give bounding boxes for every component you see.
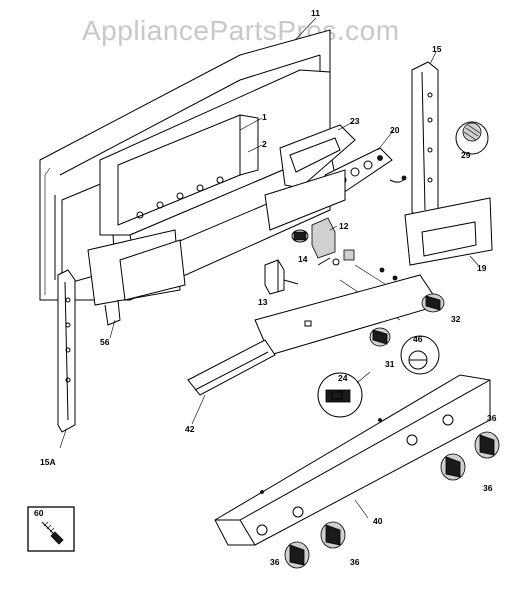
switch-24 xyxy=(317,372,363,418)
knob-36-c xyxy=(320,521,346,549)
part-callouts: 11 1 2 23 20 15 29 12 19 14 13 32 46 31 … xyxy=(34,8,497,567)
knob-31 xyxy=(369,327,391,347)
knob-32 xyxy=(421,293,445,313)
sub-panel xyxy=(264,169,346,231)
callout-60: 60 xyxy=(34,508,44,518)
control-panel-19 xyxy=(404,197,493,266)
callout-15a: 15A xyxy=(40,457,56,467)
watermark: AppliancePartsPros.com xyxy=(82,15,400,46)
callout-40: 40 xyxy=(373,516,383,526)
callout-36-c: 36 xyxy=(350,557,360,567)
callout-15: 15 xyxy=(432,44,442,54)
callout-36-d: 36 xyxy=(270,557,280,567)
callout-2: 2 xyxy=(262,139,267,149)
callout-56: 56 xyxy=(100,337,110,347)
backguard-40 xyxy=(214,374,491,546)
relay-13 xyxy=(264,259,299,295)
knob-36-b xyxy=(440,453,466,481)
callout-14: 14 xyxy=(298,254,308,264)
left-side-bracket xyxy=(57,269,76,433)
callout-46: 46 xyxy=(413,334,423,344)
knob-36-a xyxy=(474,431,500,459)
switch-12 xyxy=(291,217,336,259)
screw-inset-60 xyxy=(27,506,75,552)
callout-36-a: 36 xyxy=(487,413,497,423)
callout-23: 23 xyxy=(350,116,360,126)
knob-36-d xyxy=(284,541,310,569)
callout-32: 32 xyxy=(451,314,461,324)
lower-box xyxy=(87,229,186,326)
callout-24: 24 xyxy=(338,373,348,383)
knob-29 xyxy=(455,121,489,155)
bracket-23 xyxy=(279,124,356,189)
callout-31: 31 xyxy=(385,359,395,369)
callout-19: 19 xyxy=(477,263,487,273)
callout-13: 13 xyxy=(258,297,268,307)
callout-36-b: 36 xyxy=(483,483,493,493)
front-panel-42 xyxy=(187,274,441,396)
callout-42: 42 xyxy=(185,424,195,434)
callout-20: 20 xyxy=(390,125,400,135)
callout-29: 29 xyxy=(461,150,471,160)
callout-11: 11 xyxy=(311,8,320,18)
callout-1: 1 xyxy=(262,112,267,122)
callout-12: 12 xyxy=(339,221,349,231)
knob-46 xyxy=(400,335,440,375)
right-side-bracket xyxy=(411,61,439,221)
